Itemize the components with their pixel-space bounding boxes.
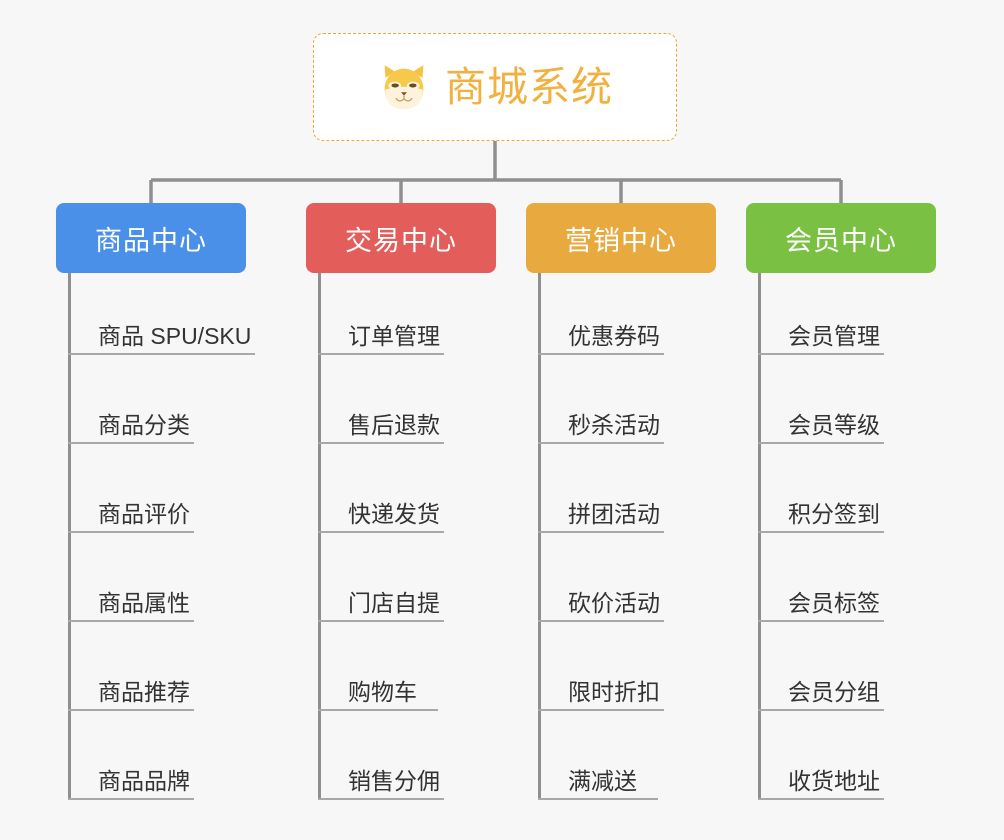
- leaf-item-underline: [318, 531, 444, 533]
- leaf-item-underline: [538, 798, 658, 800]
- leaf-item-underline: [538, 709, 664, 711]
- leaf-item-label: 限时折扣: [568, 679, 660, 705]
- leaf-item-underline: [758, 353, 884, 355]
- leaf-item-label: 售后退款: [348, 412, 440, 438]
- leaf-item-underline: [318, 709, 438, 711]
- root-node[interactable]: 商城系统: [313, 33, 677, 141]
- leaf-item-underline: [68, 531, 194, 533]
- branch-header-3[interactable]: 会员中心: [746, 203, 936, 273]
- leaf-item-underline: [538, 353, 664, 355]
- leaf-item-underline: [318, 620, 444, 622]
- leaf-item-underline: [68, 353, 256, 355]
- leaf-item-underline: [758, 620, 884, 622]
- leaf-item-label: 满减送: [568, 768, 637, 794]
- branch-header-1[interactable]: 交易中心: [306, 203, 496, 273]
- branch-body-2: 优惠券码秒杀活动拼团活动砍价活动限时折扣满减送: [526, 273, 716, 810]
- leaf-item-underline: [538, 442, 664, 444]
- branch-spine: [758, 273, 761, 800]
- branch-spine: [68, 273, 71, 800]
- leaf-item-label: 会员标签: [788, 590, 880, 616]
- leaf-item-label: 砍价活动: [568, 590, 660, 616]
- leaf-item-label: 秒杀活动: [568, 412, 660, 438]
- leaf-item-underline: [538, 531, 664, 533]
- leaf-item-underline: [318, 353, 444, 355]
- leaf-item-label: 商品分类: [98, 412, 190, 438]
- leaf-item-label: 门店自提: [348, 590, 440, 616]
- root-title: 商城系统: [445, 63, 613, 110]
- branch-body-1: 订单管理售后退款快递发货门店自提购物车销售分佣: [306, 273, 496, 810]
- leaf-item-label: 会员管理: [788, 323, 880, 349]
- leaf-item-label: 商品属性: [98, 590, 190, 616]
- branch-column-1: 交易中心 订单管理售后退款快递发货门店自提购物车销售分佣: [306, 203, 496, 810]
- branch-column-3: 会员中心 会员管理会员等级积分签到会员标签会员分组收货地址: [746, 203, 936, 810]
- branch-header-2[interactable]: 营销中心: [526, 203, 716, 273]
- branch-column-0: 商品中心 商品 SPU/SKU 商品分类商品评价商品属性商品推荐商品品牌: [56, 203, 256, 810]
- leaf-item-label: 商品推荐: [98, 679, 190, 705]
- branch-header-0[interactable]: 商品中心: [56, 203, 246, 273]
- leaf-item-label: 销售分佣: [348, 768, 440, 794]
- leaf-item-underline: [758, 442, 884, 444]
- leaf-item-label: 优惠券码: [568, 323, 660, 349]
- leaf-item-label: 购物车: [348, 679, 417, 705]
- leaf-item-underline: [68, 798, 194, 800]
- leaf-item-underline: [758, 709, 884, 711]
- leaf-item-label: 积分签到: [788, 501, 880, 527]
- leaf-item-label: 会员分组: [788, 679, 880, 705]
- branch-body-3: 会员管理会员等级积分签到会员标签会员分组收货地址: [746, 273, 936, 810]
- branch-spine: [318, 273, 321, 800]
- leaf-item-underline: [68, 442, 194, 444]
- branch-spine: [538, 273, 541, 800]
- leaf-item-underline: [68, 709, 194, 711]
- leaf-item-underline: [758, 798, 884, 800]
- leaf-item-label: 商品评价: [98, 501, 190, 527]
- leaf-item-label: 订单管理: [348, 323, 440, 349]
- leaf-item-label: 拼团活动: [568, 501, 660, 527]
- leaf-item-underline: [318, 798, 444, 800]
- leaf-item-label: 商品品牌: [98, 768, 190, 794]
- leaf-item-underline: [318, 442, 444, 444]
- leaf-item-underline: [758, 531, 884, 533]
- leaf-item-label: 会员等级: [788, 412, 880, 438]
- leaf-item-label: 商品 SPU/SKU: [98, 323, 252, 349]
- leaf-item-underline: [538, 620, 664, 622]
- branch-column-2: 营销中心 优惠券码秒杀活动拼团活动砍价活动限时折扣满减送: [526, 203, 716, 810]
- branch-body-0: 商品 SPU/SKU 商品分类商品评价商品属性商品推荐商品品牌: [56, 273, 256, 810]
- shiba-dog-face-icon: [377, 61, 431, 115]
- leaf-item-label: 收货地址: [788, 768, 880, 794]
- leaf-item-underline: [68, 620, 194, 622]
- leaf-item-label: 快递发货: [348, 501, 440, 527]
